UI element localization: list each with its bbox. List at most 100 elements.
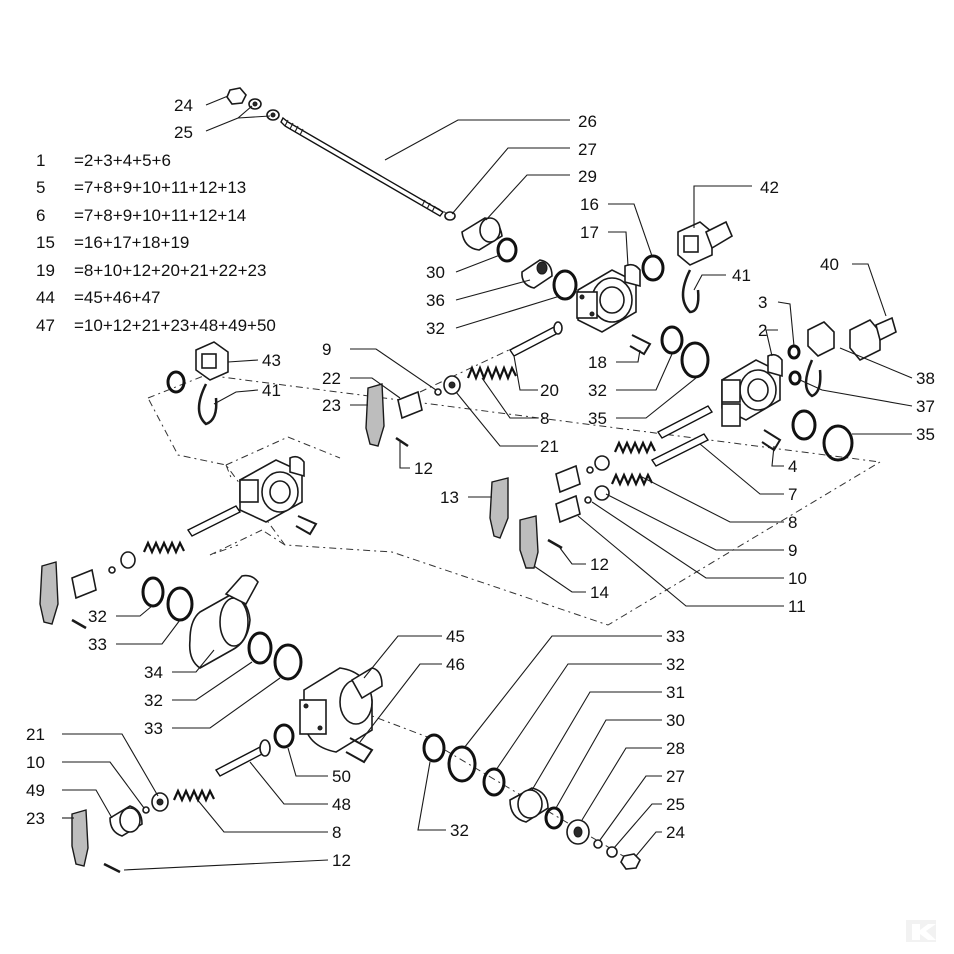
callout: 17 (580, 223, 599, 242)
washer-icon (120, 551, 136, 569)
cap-icon (397, 390, 423, 420)
thread-marks (284, 119, 436, 213)
formula-expr-1: =7+8+9+10+11+12+13 (74, 178, 246, 197)
clip-icon (197, 383, 218, 426)
spring-icon (142, 540, 185, 555)
coupler-icon (807, 321, 835, 357)
callout: 32 (426, 319, 445, 338)
formula-num-4: 19 (36, 261, 55, 280)
o-ring-icon (791, 409, 817, 441)
lever-icon (489, 477, 509, 539)
callout: 36 (426, 291, 445, 310)
callout: 12 (590, 555, 609, 574)
pin-icon (547, 538, 563, 550)
callout: 2 (758, 321, 767, 340)
ball-icon (434, 388, 442, 396)
o-ring-icon (247, 631, 273, 665)
coupler-42 (677, 220, 734, 266)
callout: 32 (88, 607, 107, 626)
elbow-nipple-icon (224, 574, 259, 606)
callout: 13 (440, 488, 459, 507)
callout: 10 (26, 753, 45, 772)
group-outline-main (147, 374, 882, 626)
callout: 33 (144, 719, 163, 738)
group-outline-link (261, 529, 286, 546)
spring-icon (466, 365, 517, 381)
spring-icon (172, 788, 215, 803)
lever-icon (365, 383, 385, 447)
logo-glyph (912, 924, 936, 940)
sleeve-end (517, 789, 543, 819)
small-washer-icon (593, 839, 603, 849)
callout: 30 (426, 263, 445, 282)
callout: 35 (916, 425, 935, 444)
callout: 33 (666, 627, 685, 646)
valve-bore-inner (599, 286, 625, 314)
nut-icon (620, 853, 641, 870)
formula-expr-2: =7+8+9+10+11+12+14 (74, 206, 246, 225)
callout: 12 (414, 459, 433, 478)
callout: 14 (590, 583, 609, 602)
callout: 24 (174, 96, 193, 115)
bushing-hole (573, 826, 583, 838)
coupler-38 (807, 321, 835, 357)
group-outline-valve (209, 464, 263, 556)
logo-mark-icon (906, 920, 936, 942)
callout: 49 (26, 781, 45, 800)
ball-icon (108, 566, 116, 574)
formula-expr-3: =16+17+18+19 (74, 233, 189, 252)
ball-icon (584, 496, 592, 504)
washer-icon (594, 485, 610, 501)
cap-face (119, 807, 141, 833)
callout: 25 (666, 795, 685, 814)
sleeve-31 (509, 787, 549, 823)
o-ring-icon (680, 341, 710, 379)
callout: 29 (578, 167, 597, 186)
callout: 41 (262, 381, 281, 400)
callout: 38 (916, 369, 935, 388)
bushing-icon (521, 259, 553, 289)
threaded-rod-icon (280, 116, 445, 217)
ball-icon (142, 806, 150, 814)
formula-expr-0: =2+3+4+5+6 (74, 151, 171, 170)
callout: 42 (760, 178, 779, 197)
valve-body-left (239, 455, 305, 523)
callout: 41 (732, 266, 751, 285)
clip-icon (681, 269, 700, 314)
formula-list: 1 =2+3+4+5+6 5 =7+8+9+10+11+12+13 6 =7+8… (36, 151, 276, 335)
bushing-28 (566, 819, 590, 845)
callout: 27 (666, 767, 685, 786)
callout: 32 (666, 655, 685, 674)
callout: 28 (666, 739, 685, 758)
group-outline-inner (225, 436, 341, 466)
callout: 21 (26, 725, 45, 744)
pin-icon (71, 618, 87, 630)
callout-labels: 24 25 26 27 29 30 36 32 16 17 42 41 40 3… (26, 96, 935, 870)
formula-expr-5: =45+46+47 (74, 288, 161, 307)
o-ring-icon (166, 586, 194, 622)
o-ring-icon (660, 325, 684, 355)
o-ring-icon (482, 767, 506, 797)
callout: 37 (916, 397, 935, 416)
pin-icon (103, 862, 121, 874)
flange-hole (589, 311, 595, 317)
lever-icon (39, 561, 59, 625)
o-ring-icon (141, 576, 165, 608)
o-ring-icon (552, 269, 578, 301)
formula-expr-6: =10+12+21+23+48+49+50 (74, 316, 276, 335)
bushing-hole (536, 261, 548, 275)
callout: 7 (788, 485, 797, 504)
callout: 23 (26, 809, 45, 828)
callout: 9 (788, 541, 797, 560)
coupler-thread-icon (704, 220, 734, 250)
callout: 35 (588, 409, 607, 428)
o-ring-icon (496, 237, 518, 263)
callout: 4 (788, 457, 797, 476)
coupler-43 (195, 341, 229, 381)
callout: 20 (540, 381, 559, 400)
spool-assembly-mid (434, 321, 563, 396)
formula-num-0: 1 (36, 151, 45, 170)
pin-icon (761, 429, 782, 452)
pin-icon (295, 515, 318, 536)
